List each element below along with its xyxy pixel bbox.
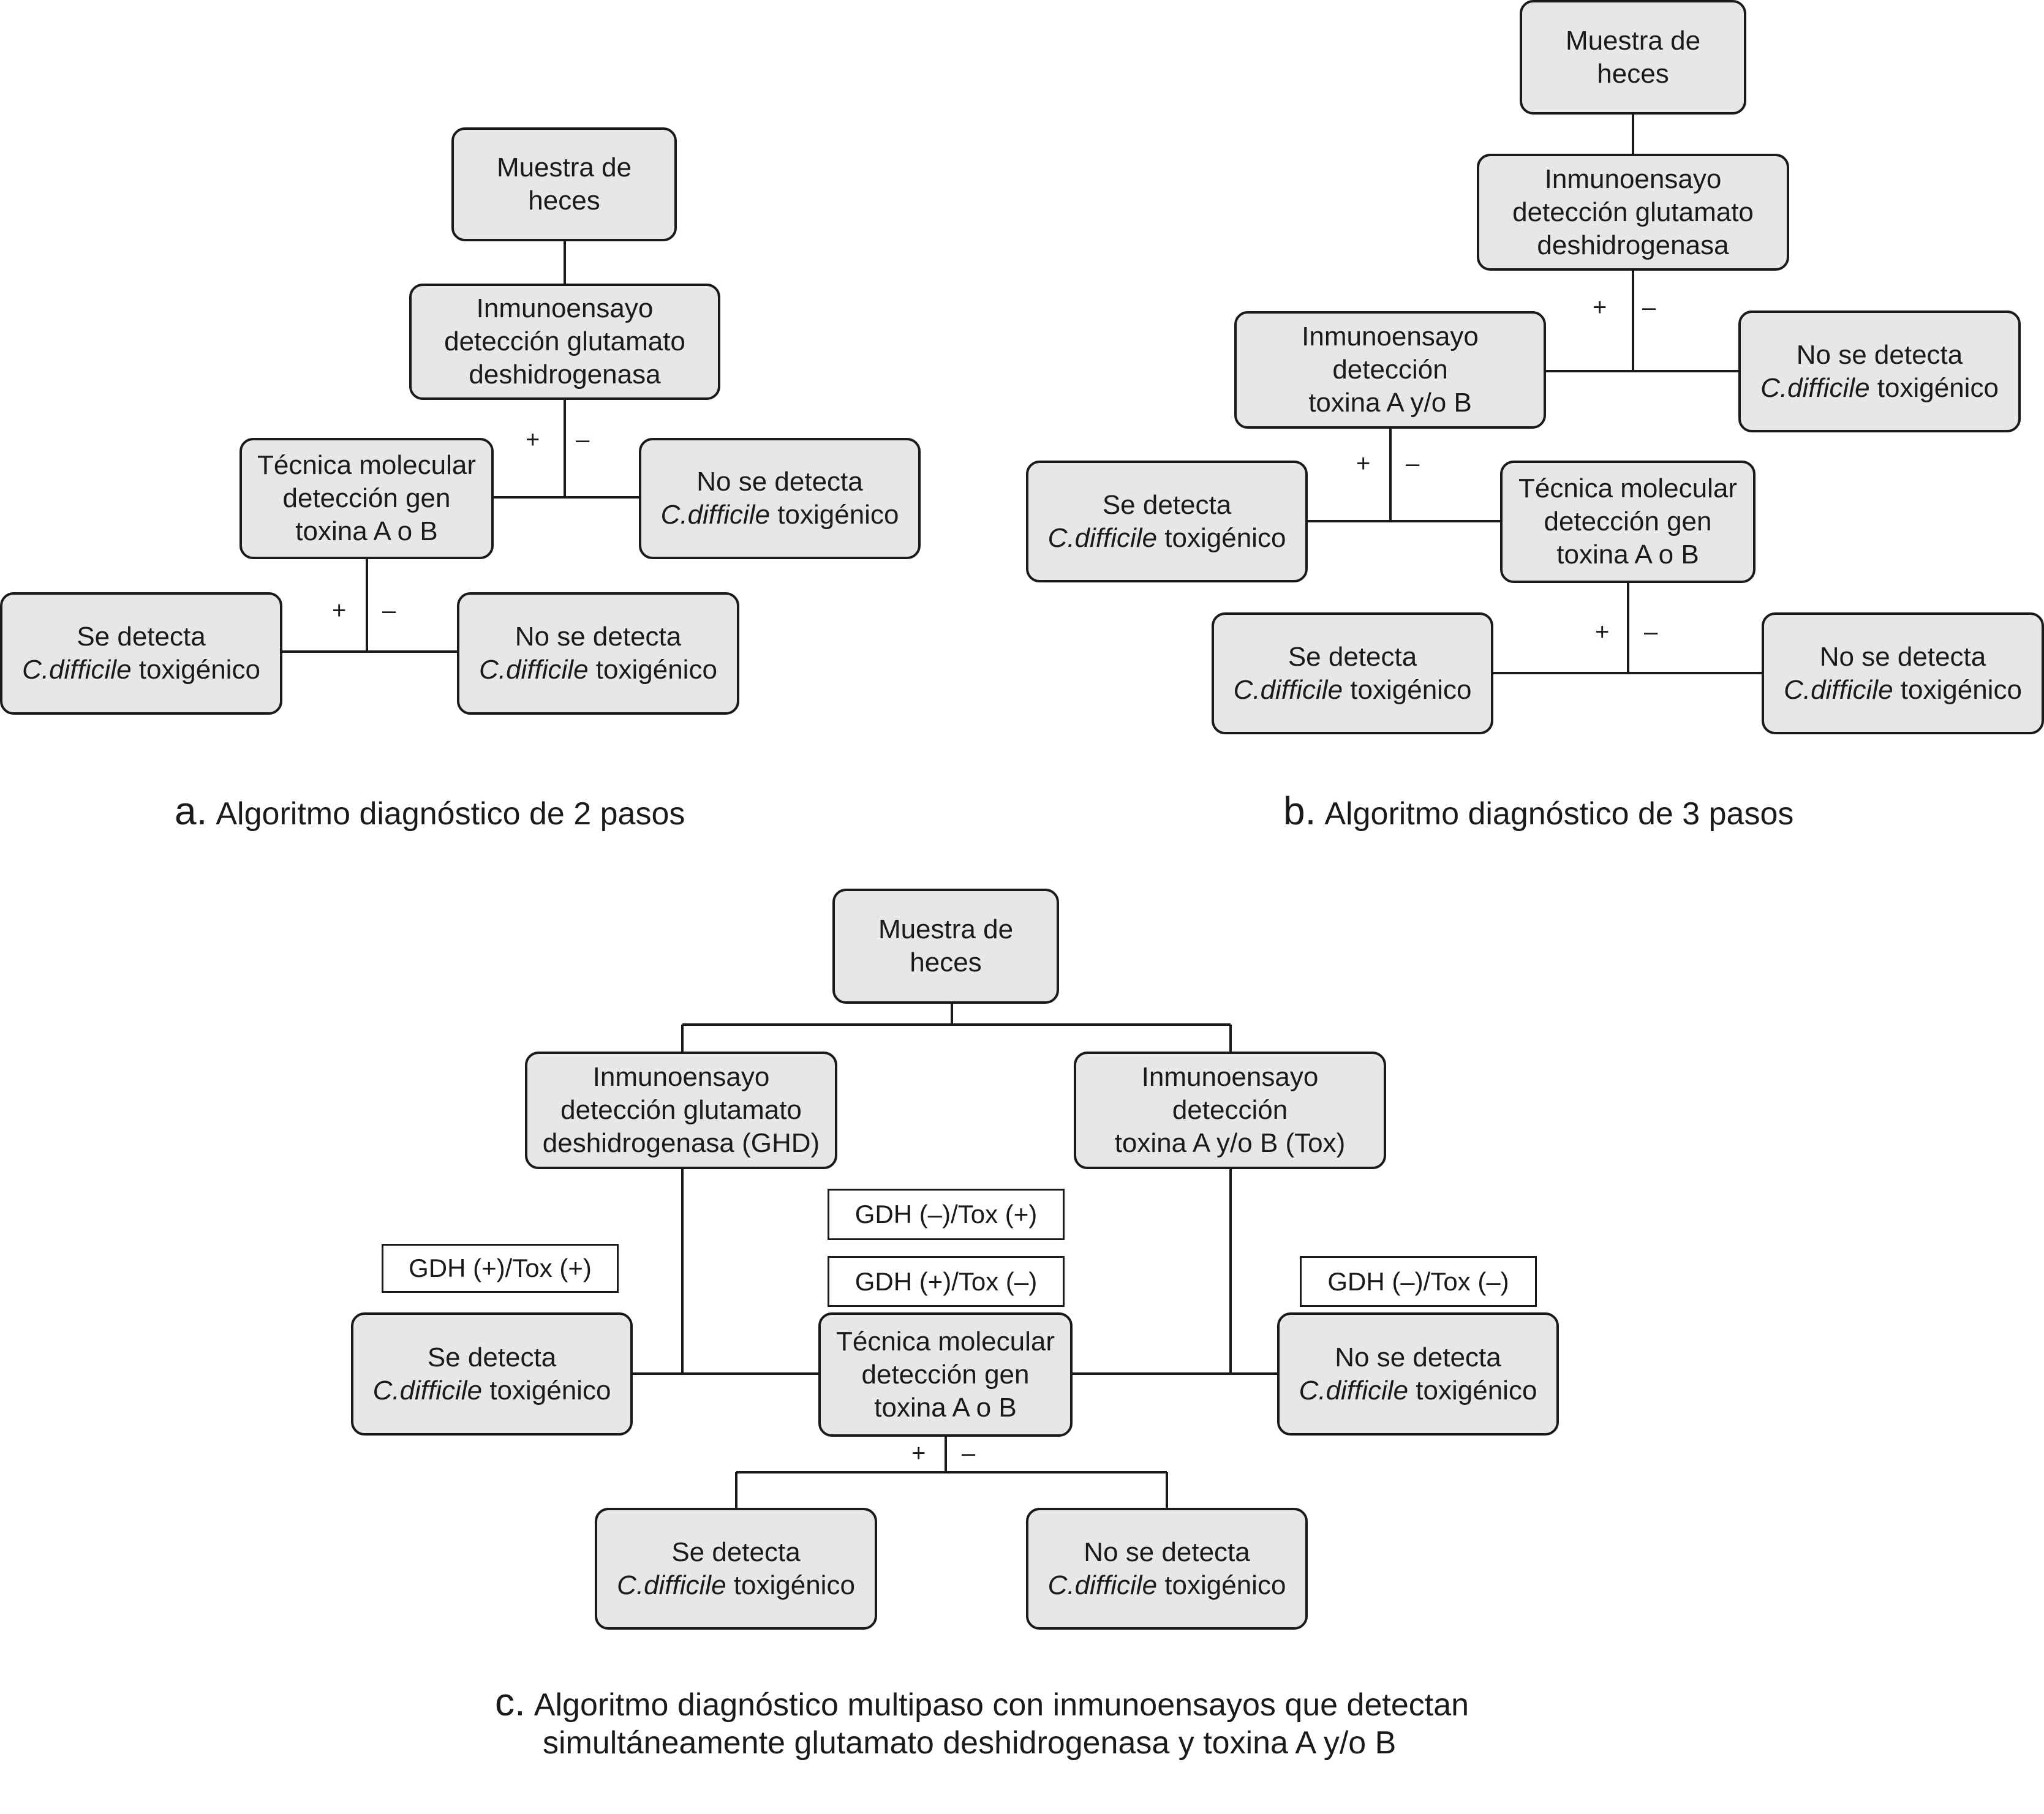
panel-c-label-gdh-neg-tox-pos: GDH (–)/Tox (+) [828,1189,1065,1240]
panel-a-plus-sign-1: + [526,426,540,453]
panel-a-plus-sign-2: + [332,597,347,624]
panel-b-not-detected-box-1: No se detecta C.difficile toxigénico [1738,310,2021,432]
panel-b-minus-sign-1: – [1642,294,1656,321]
panel-b-plus-sign-1: + [1593,294,1607,321]
panel-b-caption: b.Algoritmo diagnóstico de 3 pasos [1283,789,1794,833]
panel-c-not-detected-box-1: No se detecta C.difficile toxigénico [1277,1312,1559,1436]
panel-b-minus-sign-3: – [1644,619,1658,645]
panel-c-plus-sign: + [911,1440,926,1467]
panel-a-gdh-immunoassay-box: Inmunoensayo detección glutamato deshidr… [409,284,720,400]
panel-a-molecular-technique-box: Técnica molecular detección gen toxina A… [239,438,494,559]
panel-c-label-gdh-neg-tox-neg: GDH (–)/Tox (–) [1300,1256,1537,1307]
panel-a-minus-sign-1: – [576,426,590,453]
panel-b-not-detected-box-2: No se detecta C.difficile toxigénico [1762,612,2044,734]
panel-c-minus-sign: – [962,1440,976,1467]
panel-a-not-detected-box-1: No se detecta C.difficile toxigénico [639,438,921,559]
panel-a-detected-box: Se detecta C.difficile toxigénico [0,592,282,715]
panel-b-detected-box-1: Se detecta C.difficile toxigénico [1026,461,1308,582]
panel-c-label-gdh-pos-tox-pos: GDH (+)/Tox (+) [382,1244,619,1293]
panel-b-gdh-immunoassay-box: Inmunoensayo detección glutamato deshidr… [1477,154,1789,271]
panel-c-detected-box-1: Se detecta C.difficile toxigénico [351,1312,633,1436]
panel-c-stool-sample-box: Muestra de heces [832,889,1059,1004]
panel-b-detected-box-2: Se detecta C.difficile toxigénico [1212,612,1493,734]
panel-c-detected-box-2: Se detecta C.difficile toxigénico [595,1508,877,1630]
panel-c-molecular-technique-box: Técnica molecular detección gen toxina A… [818,1312,1073,1437]
panel-b-plus-sign-2: + [1356,450,1371,477]
panel-c-toxin-immunoassay-box: Inmunoensayo detección toxina A y/o B (T… [1074,1052,1386,1169]
panel-c-not-detected-box-2: No se detecta C.difficile toxigénico [1026,1508,1308,1630]
panel-a-minus-sign-2: – [382,597,396,624]
panel-a-stool-sample-box: Muestra de heces [451,127,677,241]
panel-c-caption: c.Algoritmo diagnóstico multipaso con in… [495,1680,1469,1761]
panel-b-minus-sign-2: – [1406,450,1420,477]
panel-c-gdh-immunoassay-box: Inmunoensayo detección glutamato deshidr… [525,1052,837,1169]
panel-b-stool-sample-box: Muestra de heces [1520,0,1746,115]
panel-a-caption: a.Algoritmo diagnóstico de 2 pasos [175,789,685,833]
panel-b-toxin-immunoassay-box: Inmunoensayo detección toxina A y/o B [1234,311,1546,429]
panel-b-molecular-technique-box: Técnica molecular detección gen toxina A… [1500,461,1756,583]
panel-c-label-gdh-pos-tox-neg: GDH (+)/Tox (–) [828,1256,1065,1307]
panel-b-plus-sign-3: + [1595,619,1610,645]
panel-a-not-detected-box-2: No se detecta C.difficile toxigénico [457,592,739,715]
